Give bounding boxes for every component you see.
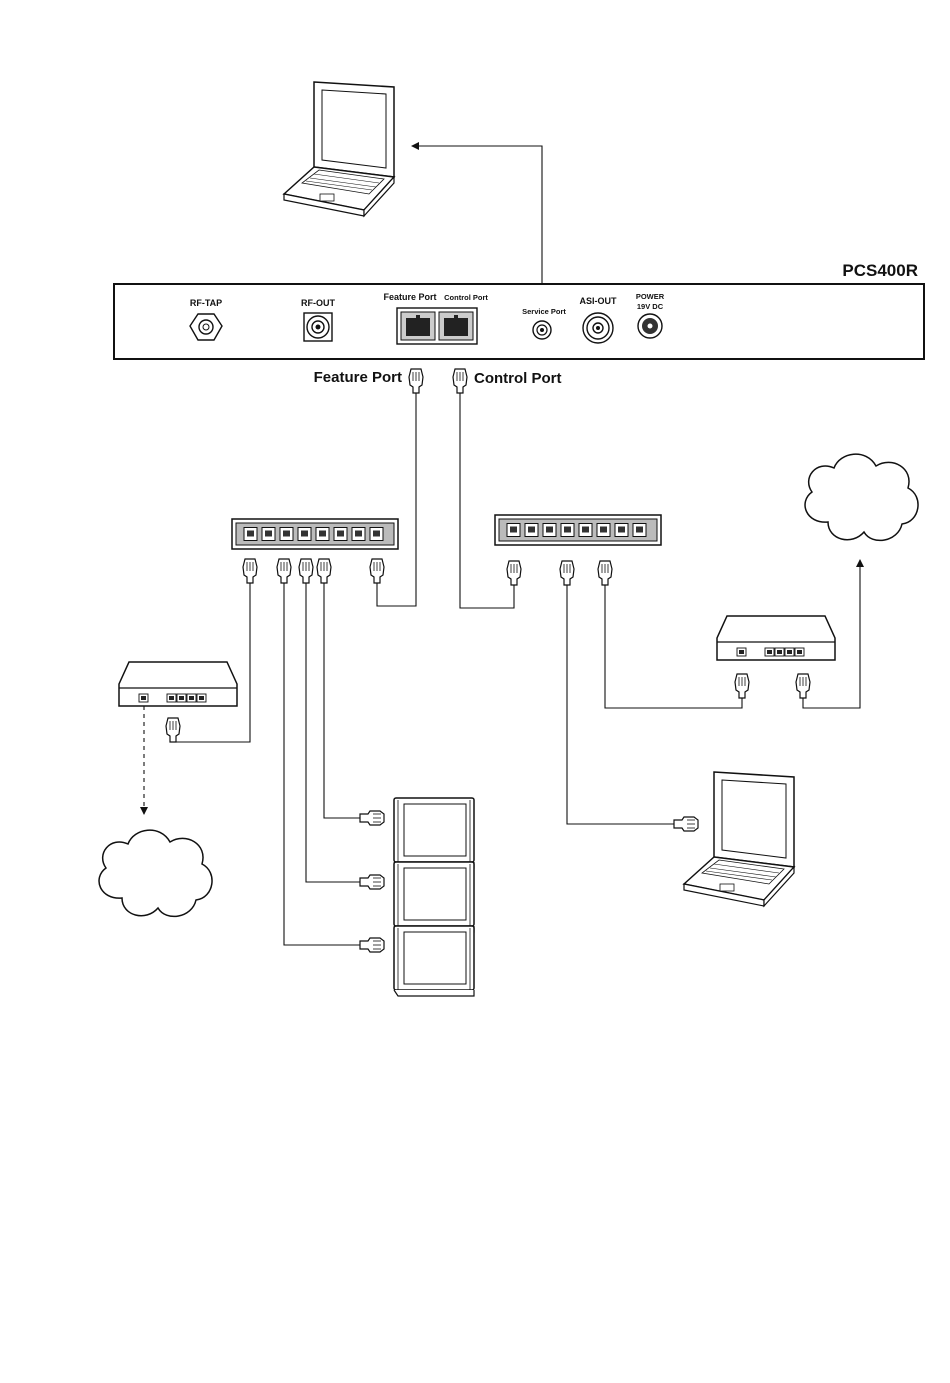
rj45-plug-icon-right-router (735, 674, 810, 698)
tablet-display-icon-3 (394, 926, 474, 996)
asi-out-connector-icon (583, 313, 613, 343)
tablet-display-icon-1 (394, 798, 474, 868)
device-front-panel (114, 284, 924, 359)
service-port-label: Service Port (522, 307, 566, 316)
ethernet-ports-icon (397, 308, 477, 344)
laptop-cable (567, 585, 674, 824)
rj45-plug-icon-control (453, 369, 467, 393)
router-icon-right (717, 616, 835, 660)
rj45-plug-icon-laptop (674, 817, 698, 831)
asi-out-label: ASI-OUT (580, 296, 618, 306)
rj45-plug-icon-tablets (360, 811, 384, 952)
rf-out-label: RF-OUT (301, 298, 335, 308)
cloud-icon-left (99, 830, 212, 916)
tablet-3-cable (284, 583, 360, 945)
rj45-plug-icon-left-router (166, 718, 180, 742)
rj45-plug-icon-left-switch (243, 559, 384, 583)
rj45-plug-icon-right-switch (507, 561, 612, 585)
tablet-1-cable (324, 583, 360, 818)
power-connector-icon (638, 314, 662, 338)
power-label-line2: 19V DC (637, 302, 664, 311)
laptop-icon-bottom (684, 772, 794, 906)
router-icon-left (119, 662, 237, 706)
power-label-line1: POWER (636, 292, 665, 301)
rf-tap-label: RF-TAP (190, 298, 222, 308)
service-port-connector-icon (533, 321, 551, 339)
control-port-panel-label: Control Port (444, 293, 488, 302)
tablet-2-cable (306, 583, 360, 882)
network-switch-icon-right (495, 515, 661, 545)
laptop-icon-top (284, 82, 394, 216)
network-switch-icon-left (232, 519, 398, 549)
tablet-display-icon-2 (394, 862, 474, 932)
feature-port-panel-label: Feature Port (383, 292, 436, 302)
rj45-plug-icon-feature (409, 369, 423, 393)
control-port-cable (460, 393, 514, 608)
cloud-icon-right (805, 454, 918, 540)
device-title: PCS400R (842, 261, 918, 280)
control-port-cable-label: Control Port (474, 370, 562, 387)
rf-out-connector-icon (304, 313, 332, 341)
feature-port-cable-label: Feature Port (314, 369, 402, 386)
